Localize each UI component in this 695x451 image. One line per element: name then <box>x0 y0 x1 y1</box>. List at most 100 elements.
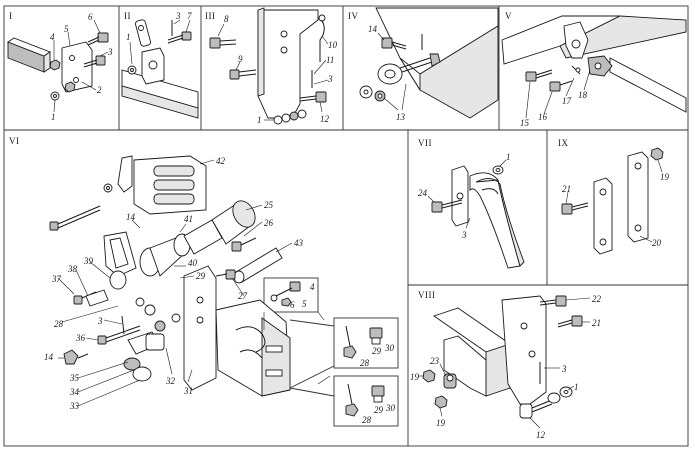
callout: 4 <box>310 282 315 292</box>
callout: 4 <box>50 32 55 42</box>
frame-beam <box>375 7 499 119</box>
small-parts-cluster <box>73 270 181 335</box>
callout: 12 <box>320 114 330 124</box>
callout: 14 <box>126 212 136 222</box>
bolt-14-lower <box>63 349 89 365</box>
panel-ii-leaders <box>129 19 191 65</box>
shaft-36 <box>97 325 141 345</box>
cotter-pin-10 <box>317 14 326 62</box>
bracket-plate <box>103 231 137 277</box>
bolt-15 <box>525 69 553 82</box>
callout: 21 <box>592 318 601 328</box>
callout: 10 <box>328 40 338 50</box>
hinge-assembly-42 <box>117 155 207 215</box>
eye-bolt <box>377 53 441 85</box>
nut-19-lower <box>434 395 448 409</box>
panel-iv: IV <box>348 7 499 122</box>
washer-1 <box>50 91 60 101</box>
panel-viii: VIII <box>410 290 602 440</box>
washers-13 <box>359 85 386 102</box>
nut-19-upper <box>422 369 436 383</box>
callout: 3 <box>461 230 467 240</box>
callout: 36 <box>75 333 86 343</box>
callout: 40 <box>188 258 198 268</box>
callout: 28 <box>54 319 64 329</box>
bolt-9 <box>229 69 257 80</box>
callout: 35 <box>69 373 80 383</box>
panel-i-leaders <box>53 19 109 113</box>
washers-lower <box>273 109 307 125</box>
panel-v-leaders <box>525 69 591 119</box>
callout: 37 <box>51 274 62 284</box>
stud-43 <box>233 247 283 284</box>
bolt-14 <box>381 37 407 50</box>
link-plate-back <box>627 151 649 243</box>
callout: 34 <box>69 387 80 397</box>
callout: 30 <box>384 343 395 353</box>
callout: 18 <box>578 90 588 100</box>
cylinder-25 <box>183 200 256 255</box>
callout: 27 <box>238 291 248 301</box>
callout: 7 <box>187 11 192 21</box>
small-washer <box>103 183 113 193</box>
panel-iii: III <box>205 7 338 125</box>
callout: 19 <box>660 172 670 182</box>
callout: 2 <box>97 85 102 95</box>
panel-vii: VII 1 24 3 <box>418 138 525 269</box>
callout: 33 <box>69 401 80 411</box>
frame-rail-lower <box>609 57 687 113</box>
nut-2 <box>64 81 76 93</box>
callout: 14 <box>368 24 378 34</box>
bolt-7 <box>167 31 192 44</box>
callout: 1 <box>257 115 262 125</box>
panel-v-label: V <box>505 11 512 21</box>
callout: 16 <box>538 112 548 122</box>
callout: 1 <box>506 152 511 162</box>
bolt-21 <box>557 315 583 328</box>
damper-assembly <box>123 331 165 382</box>
bolt-22 <box>539 295 567 307</box>
bolt-27 <box>215 269 236 280</box>
callout: 43 <box>294 238 304 248</box>
callout: 8 <box>224 14 229 24</box>
panel-iii-leaders <box>217 23 329 121</box>
panel-vi-leaders <box>57 159 331 407</box>
callout: 14 <box>44 352 54 362</box>
callout: 29 <box>372 346 382 356</box>
pin-17 <box>571 65 581 75</box>
washer-1 <box>492 165 504 175</box>
panel-ix: IX 19 21 20 <box>558 138 670 255</box>
shackle-18 <box>587 55 613 77</box>
curved-leaf <box>469 172 525 269</box>
callout: 19 <box>410 372 420 382</box>
callout: 3 <box>327 74 333 84</box>
side-plate-31 <box>183 265 217 391</box>
panel-vii-leaders <box>427 159 507 229</box>
callout: 1 <box>51 112 56 122</box>
callout: 21 <box>562 184 571 194</box>
panel-viii-label: VIII <box>418 290 436 300</box>
frame-member-bar <box>7 37 51 73</box>
callout: 29 <box>196 271 206 281</box>
callout: 3 <box>107 47 113 57</box>
callout: 25 <box>264 200 274 210</box>
bolt-3 <box>83 55 106 68</box>
bolt-12 <box>299 91 327 103</box>
callout: 12 <box>536 430 546 440</box>
panel-grid <box>3 5 689 447</box>
callout: 41 <box>184 214 193 224</box>
panel-v: V <box>501 11 687 128</box>
callout: 42 <box>216 156 226 166</box>
callout: 24 <box>418 188 428 198</box>
link-plate-front <box>593 177 613 255</box>
shackle-23 <box>443 373 457 389</box>
panel-iv-label: IV <box>348 11 359 21</box>
callout: 28 <box>362 415 372 425</box>
callout: 28 <box>360 358 370 368</box>
main-bracket <box>215 299 291 397</box>
panel-ix-leaders <box>565 159 663 243</box>
bolt-8 <box>209 37 237 49</box>
panel-ii: II 1 3 7 <box>121 11 199 119</box>
callout: 3 <box>175 11 181 21</box>
panel-i-label: I <box>9 11 13 21</box>
